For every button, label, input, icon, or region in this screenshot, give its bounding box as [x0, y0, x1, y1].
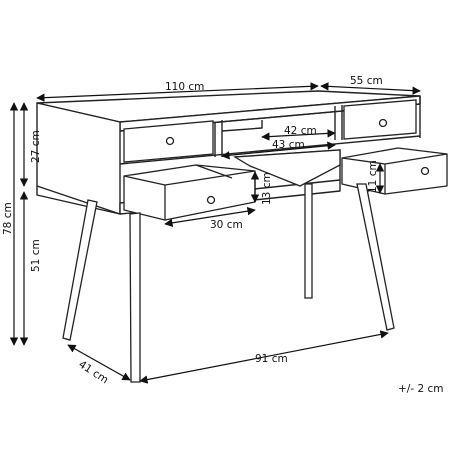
leg-span-label: 91 cm	[255, 353, 288, 365]
shelf-depth-label: 42 cm	[284, 125, 317, 137]
leg-height-label: 51 cm	[30, 239, 42, 272]
upper-height-label: 27 cm	[30, 130, 42, 163]
width-top-label: 110 cm	[165, 81, 204, 93]
tolerance-note: +/- 2 cm	[398, 383, 444, 395]
depth-top-label: 55 cm	[350, 75, 383, 87]
shelf-width-label: 43 cm	[272, 139, 305, 151]
dimension-lines	[9, 82, 421, 384]
total-height-label: 78 cm	[2, 202, 14, 235]
open-drawer-left	[123, 164, 256, 221]
open-drawer-right	[341, 147, 448, 195]
legs	[62, 183, 395, 383]
drawer-height-left-label: 13 cm	[261, 172, 273, 205]
drawer-height-right-label: 11 cm	[367, 160, 379, 193]
upper-right-drawer	[343, 99, 417, 140]
leg-depth-label: 41 cm	[76, 358, 110, 386]
upper-left-drawer	[123, 120, 214, 163]
drawer-width-label: 30 cm	[210, 219, 243, 231]
